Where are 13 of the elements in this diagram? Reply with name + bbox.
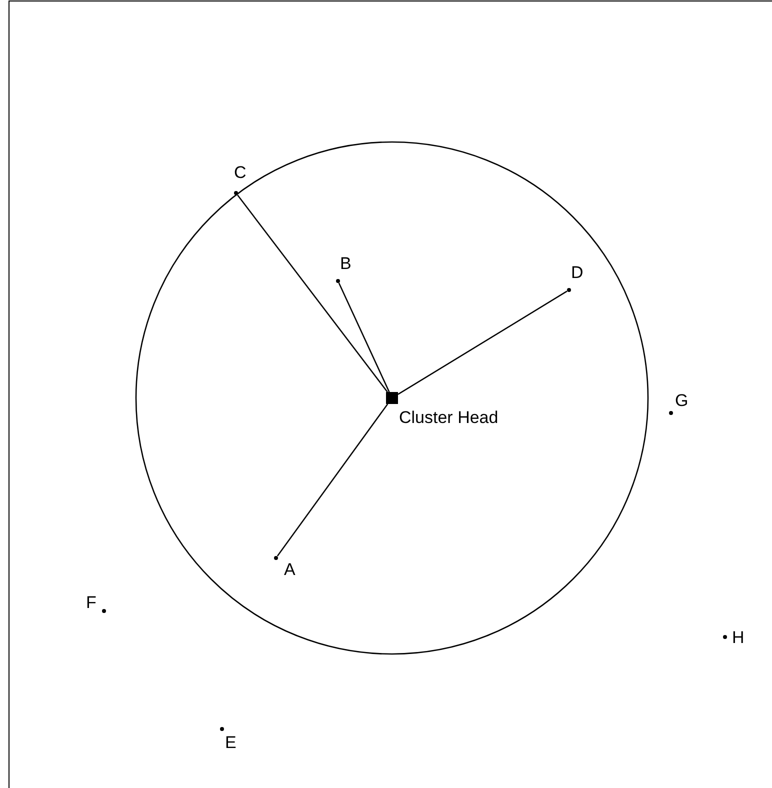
node-label: D xyxy=(571,263,584,283)
node-label: G xyxy=(675,391,688,411)
node-label: A xyxy=(284,560,296,580)
link-line xyxy=(237,194,388,392)
link-line xyxy=(276,404,388,556)
link-line xyxy=(398,290,568,395)
node-label: C xyxy=(234,163,246,183)
node-label: B xyxy=(340,254,352,274)
link-line xyxy=(338,282,390,392)
node-label: E xyxy=(225,733,236,753)
node-label: H xyxy=(732,628,744,648)
node-label: F xyxy=(86,593,96,613)
node-label: Cluster Head xyxy=(399,408,498,428)
